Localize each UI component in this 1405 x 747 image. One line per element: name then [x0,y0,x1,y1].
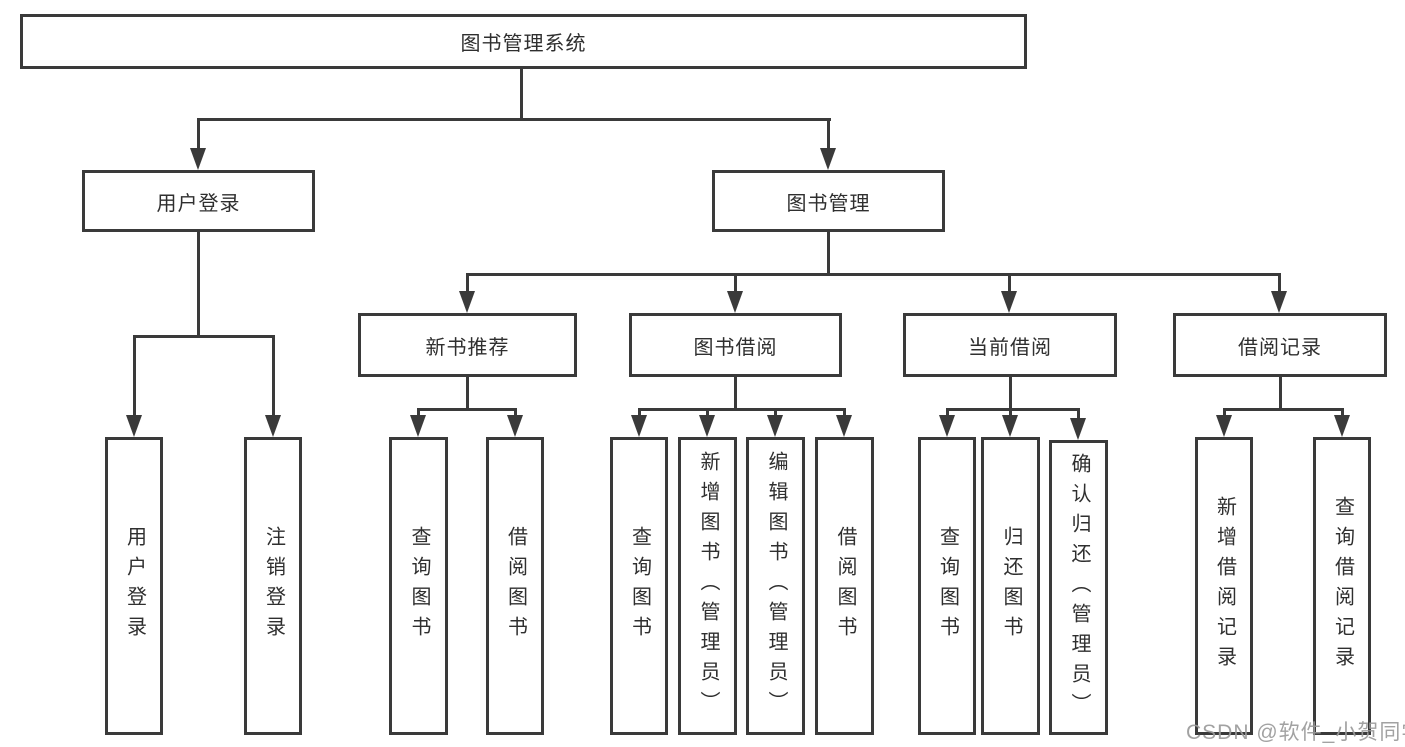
arrow-down-icon [767,415,783,437]
arrow-down-icon [1271,291,1287,313]
node-label: 确认归还（管理员） [1068,452,1090,723]
node-label: 查询图书 [628,526,651,646]
node-label: 图书管理系统 [460,33,587,55]
node-query-borrow-record: 查询借阅记录 [1313,437,1371,735]
arrow-down-icon [820,148,836,170]
watermark: CSDN @软件_小贺同学 [1186,721,1405,744]
connector [827,118,830,152]
node-add-book-admin: 新增图书（管理员） [678,437,737,735]
node-label: 查询借阅记录 [1331,496,1354,676]
connector [514,408,517,418]
arrow-down-icon [1001,291,1017,313]
connector [946,408,949,418]
connector [638,408,846,411]
arrow-down-icon [1002,415,1018,437]
connector [1077,408,1080,421]
node-label: 借阅记录 [1238,336,1322,359]
connector [133,335,275,338]
connector [133,335,136,417]
arrow-down-icon [699,415,715,437]
node-user-login: 用户登录 [82,170,315,232]
node-add-borrow-record: 新增借阅记录 [1195,437,1253,735]
node-query-books-recommend: 查询图书 [389,437,448,735]
arrow-down-icon [265,415,281,437]
node-return-books: 归还图书 [981,437,1040,735]
connector [946,408,1080,411]
connector [1223,408,1344,411]
connector [1278,273,1281,295]
node-label: 借阅图书 [834,526,856,646]
node-new-book-recommend: 新书推荐 [358,313,577,377]
connector [1341,408,1344,418]
node-query-books-borrowing: 查询图书 [610,437,668,735]
connector [197,118,200,152]
node-book-borrowing: 图书借阅 [629,313,842,377]
connector [638,408,641,418]
arrow-down-icon [631,415,647,437]
node-user-login-action: 用户登录 [105,437,163,735]
connector [1223,408,1226,418]
arrow-down-icon [1070,418,1086,440]
node-current-borrowing: 当前借阅 [903,313,1117,377]
node-label: 注销登录 [262,526,285,646]
connector [843,408,846,418]
node-label: 编辑图书（管理员） [765,451,787,721]
node-label: 查询图书 [936,526,959,646]
arrow-down-icon [1216,415,1232,437]
connector [734,273,737,295]
node-logout-action: 注销登录 [244,437,302,735]
node-confirm-return-admin: 确认归还（管理员） [1049,440,1108,735]
node-query-books-current: 查询图书 [918,437,976,735]
connector [774,408,777,418]
arrow-down-icon [459,291,475,313]
node-edit-book-admin: 编辑图书（管理员） [746,437,805,735]
connector [197,118,831,121]
connector [466,273,469,295]
connector [520,69,523,118]
arrow-down-icon [1334,415,1350,437]
node-label: 图书管理 [786,192,871,215]
connector [417,408,420,418]
node-book-management: 图书管理 [712,170,945,232]
node-borrow-books-action: 借阅图书 [815,437,874,735]
connector [827,232,830,273]
node-label: 新增图书（管理员） [697,451,719,721]
node-label: 查询图书 [408,526,430,646]
connector [1009,408,1012,418]
arrow-down-icon [836,415,852,437]
node-label: 新书推荐 [425,336,510,359]
node-label: 当前借阅 [968,336,1052,359]
connector [466,377,469,408]
connector [197,232,200,335]
arrow-down-icon [190,148,206,170]
connector [417,408,517,411]
node-borrowing-records: 借阅记录 [1173,313,1387,377]
node-label: 用户登录 [156,192,241,215]
node-label: 归还图书 [1000,526,1022,646]
connector [706,408,709,418]
connector [1279,377,1282,408]
node-label: 新增借阅记录 [1213,496,1236,676]
arrow-down-icon [410,415,426,437]
arrow-down-icon [939,415,955,437]
connector [272,335,275,417]
node-borrow-books-recommend: 借阅图书 [486,437,544,735]
connector [734,377,737,408]
connector [467,273,1281,276]
connector [1009,377,1012,408]
arrow-down-icon [507,415,523,437]
connector [1008,273,1011,295]
node-label: 用户登录 [123,526,146,646]
arrow-down-icon [727,291,743,313]
node-label: 借阅图书 [504,526,527,646]
arrow-down-icon [126,415,142,437]
node-label: 图书借阅 [693,336,778,359]
node-library-management-system: 图书管理系统 [20,14,1027,69]
